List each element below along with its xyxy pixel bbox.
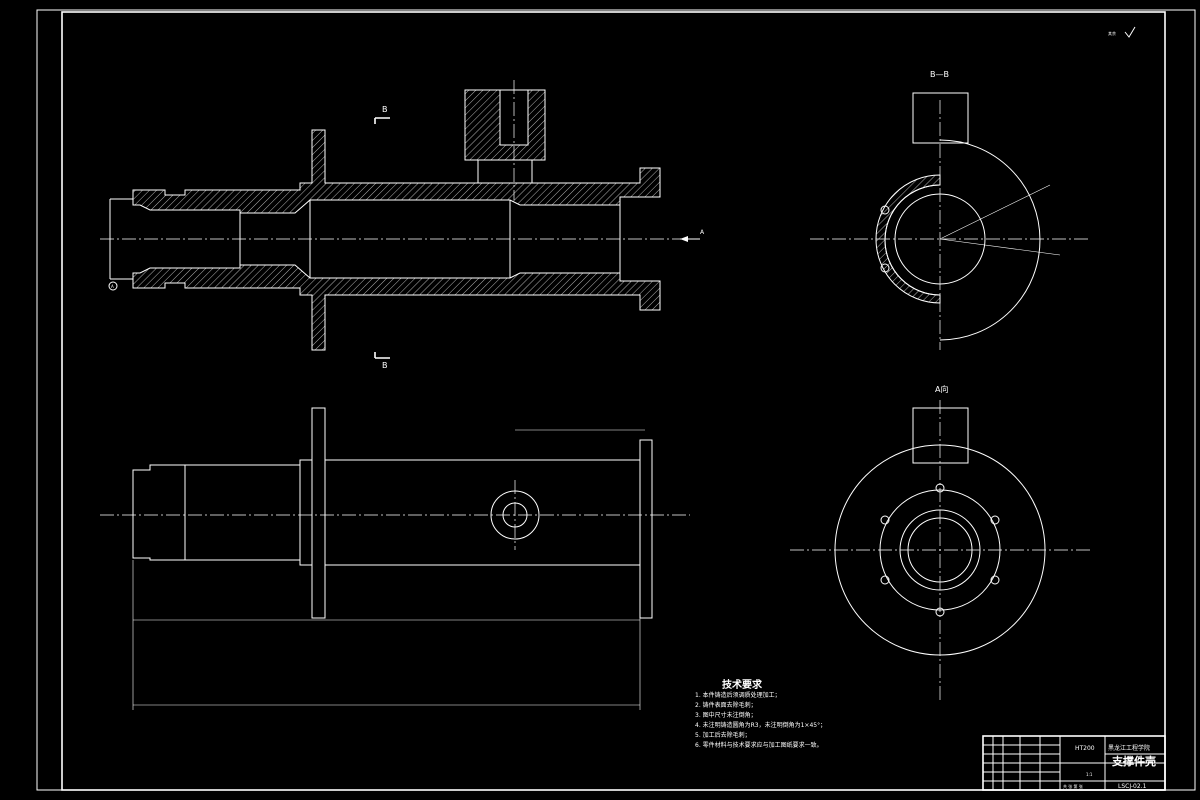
section-bb-title: B—B	[930, 70, 949, 79]
datum-label: A	[111, 284, 114, 289]
main-section-view: B B A A	[100, 80, 705, 370]
scale-value: 1:1	[1086, 772, 1093, 777]
cut-marker-bottom: B	[382, 361, 388, 370]
technical-requirements: 技术要求 1. 本件铸造后须调质处理加工； 2. 铸件表面去除毛刺； 3. 图中…	[695, 678, 826, 749]
material-value: HT200	[1075, 745, 1095, 752]
drawing-number: LSCJ-02.1	[1118, 783, 1147, 790]
sheet-label: 共 张 第 张	[1063, 783, 1083, 789]
tech-req-item: 5. 加工后去除毛刺；	[695, 731, 751, 739]
tech-req-item: 6. 零件材料与技术要求应与加工图纸要求一致。	[695, 741, 823, 749]
roughness-note: 其余	[1108, 30, 1116, 36]
view-a-title: A向	[935, 384, 948, 394]
view-a: A向	[790, 384, 1090, 700]
outer-border	[36, 9, 1196, 791]
tech-req-item: 2. 铸件表面去除毛刺；	[695, 701, 757, 709]
front-outline-view	[100, 407, 690, 710]
tech-req-item: 1. 本件铸造后须调质处理加工；	[695, 691, 781, 699]
section-bb-view: B—B	[810, 70, 1090, 350]
tech-req-item: 3. 图中尺寸未注倒角；	[695, 711, 757, 719]
tech-req-item: 4. 未注明铸造圆角为R3，未注明倒角为1×45°；	[695, 721, 826, 729]
view-arrow-label: A	[700, 229, 705, 236]
title-block: HT200 黑龙江工程学院 支撑件壳 LSCJ-02.1 1:1 共 张 第 张	[982, 735, 1166, 791]
inner-border	[61, 11, 1166, 791]
cut-marker-top: B	[382, 105, 388, 114]
part-name: 支撑件壳	[1111, 754, 1156, 768]
tech-req-title: 技术要求	[722, 678, 763, 691]
school-name: 黑龙江工程学院	[1108, 744, 1150, 752]
